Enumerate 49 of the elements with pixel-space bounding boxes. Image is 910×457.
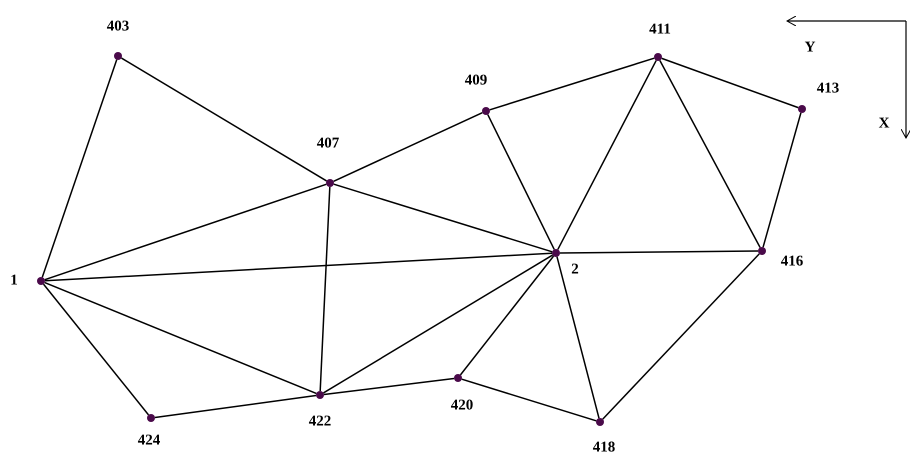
survey-point [552,249,560,257]
connecting-line [659,60,761,248]
connecting-line [324,378,454,396]
axis-label: X [878,116,890,132]
survey-point [37,277,45,285]
connecting-line [462,378,596,422]
point-label: 409 [464,74,488,88]
point-label: 2 [571,262,579,278]
connecting-line [44,282,317,394]
connecting-line [323,254,553,394]
point-label: 424 [138,434,160,448]
survey-point [798,105,806,113]
connecting-line [44,252,552,282]
connecting-line [560,250,758,254]
survey-point [114,52,122,60]
connecting-line [333,112,483,182]
point-label: 407 [316,136,340,152]
connecting-line [460,256,554,376]
connecting-line [44,184,326,280]
survey-point [654,53,662,61]
connecting-line [121,57,327,182]
survey-point [454,374,462,382]
connecting-line [487,114,555,250]
connecting-line [490,57,654,111]
connecting-line [602,253,760,420]
connecting-line [662,58,798,108]
point-label: 422 [308,414,332,430]
point-label: 403 [106,20,130,34]
point-label: 420 [450,398,474,414]
connecting-line [762,112,802,248]
connecting-line [319,186,331,392]
connecting-line [154,394,316,418]
point-label: 411 [649,22,671,38]
point-label: 1 [10,274,18,288]
connecting-line [556,256,600,418]
survey-point [147,414,155,422]
axis-label: Y [804,40,816,56]
survey-point [758,247,766,255]
point-label: 413 [816,82,840,96]
survey-point [596,418,604,426]
connecting-line [42,60,118,278]
survey-point [316,391,324,399]
connecting-line [42,284,150,416]
point-label: 418 [592,440,616,456]
connecting-line [557,60,657,250]
survey-point [326,179,334,187]
point-label: 416 [780,254,804,270]
survey-point [482,107,490,115]
connecting-line [334,183,552,253]
